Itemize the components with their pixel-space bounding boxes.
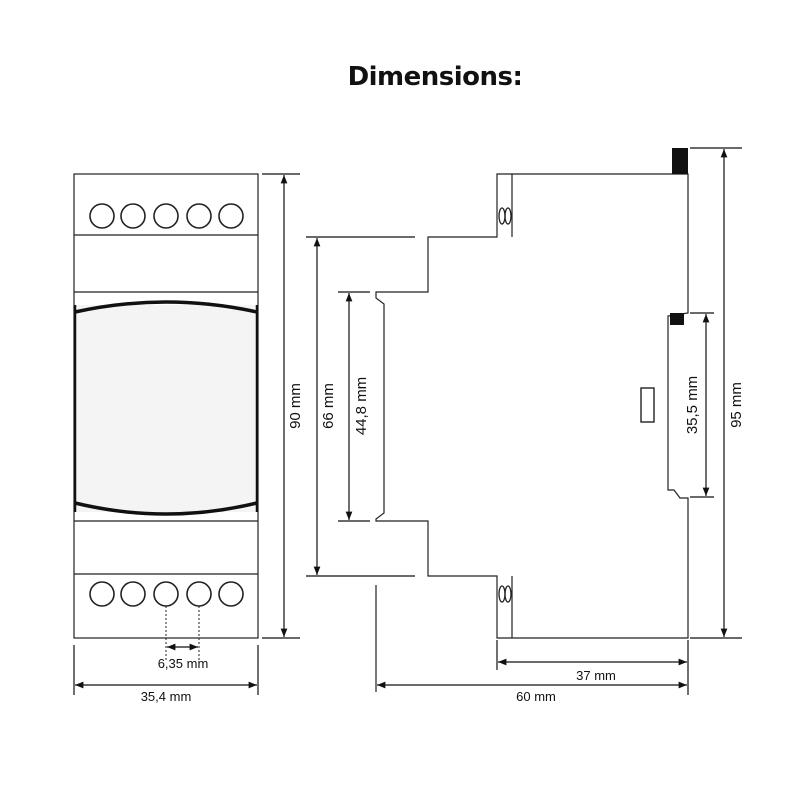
side-screws-top (498, 207, 512, 225)
front-height-label: 90 mm (287, 383, 304, 429)
rear-latch (672, 148, 688, 174)
side-profile (375, 173, 689, 639)
dim-terminal-pitch: 6,35 mm (158, 643, 209, 671)
front-face-panel (73, 300, 259, 516)
front-width-label: 35,4 mm (141, 689, 192, 704)
rail-clip (670, 313, 684, 325)
total-height-label: 95 mm (728, 382, 745, 428)
dim-rear-depth (496, 640, 689, 695)
shoulder-height-label: 66 mm (320, 383, 337, 429)
top-terminals (89, 203, 244, 229)
dim-shoulder-height (306, 236, 415, 577)
side-screws-bottom (498, 585, 512, 603)
dim-rail-height (690, 312, 714, 498)
dim-front-width (73, 645, 259, 695)
rail-height-label: 35,5 mm (684, 376, 701, 434)
dim-front-height (262, 173, 300, 639)
dim-total-height (690, 147, 742, 639)
side-view (375, 148, 689, 692)
page-title: Dimensions: (347, 62, 523, 92)
terminal-pitch-label: 6,35 mm (158, 656, 209, 671)
side-slot (640, 387, 655, 423)
dim-face-height (338, 291, 370, 522)
front-view (73, 173, 259, 660)
rear-depth-label: 37 mm (576, 668, 616, 683)
bottom-terminals (89, 581, 244, 607)
face-height-label: 44,8 mm (353, 377, 370, 435)
total-depth-label: 60 mm (516, 689, 556, 704)
